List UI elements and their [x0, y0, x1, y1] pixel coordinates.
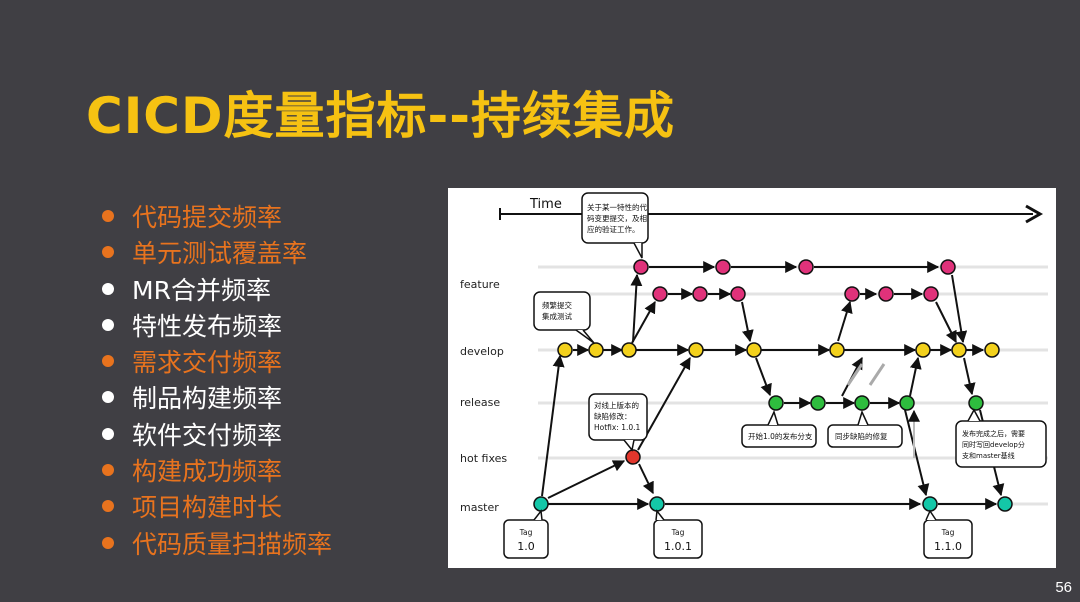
svg-text:支和master基线: 支和master基线	[962, 451, 1015, 460]
tag-1-0: Tag 1.0	[503, 509, 549, 559]
metric-item: 特性发布频率	[102, 309, 332, 345]
git-flow-diagram: Time feature develop release hot fixes m…	[448, 188, 1056, 568]
metric-item: 需求交付频率	[102, 345, 332, 381]
callout-hotfix: 对线上版本的 缺陷修改： Hotfix: 1.0.1	[588, 393, 648, 452]
callout-feature: 关于某一特性的代 码变更提交，及相 应的验证工作。	[581, 192, 649, 259]
bullet-dot-icon	[102, 500, 114, 513]
callout-sync: 同步缺陷的修复	[827, 409, 903, 448]
metric-label: 单元测试覆盖率	[132, 239, 308, 269]
time-label: Time	[529, 197, 562, 212]
svg-text:1.1.0: 1.1.0	[934, 540, 962, 553]
svg-text:Tag: Tag	[941, 528, 955, 537]
slide-title: CICD度量指标--持续集成	[86, 87, 675, 145]
svg-text:应的验证工作。: 应的验证工作。	[587, 224, 640, 234]
callout-release-branch: 开始1.0的发布分支	[741, 409, 817, 448]
metric-label: 构建成功频率	[132, 457, 283, 487]
svg-text:关于某一特性的代: 关于某一特性的代	[587, 202, 647, 212]
svg-text:同时写回develop分: 同时写回develop分	[962, 440, 1025, 449]
metric-label: 需求交付频率	[132, 348, 283, 378]
svg-text:对线上版本的: 对线上版本的	[594, 400, 639, 410]
bullet-dot-icon	[102, 536, 114, 549]
bullet-dot-icon	[102, 464, 114, 477]
bullet-dot-icon	[102, 246, 114, 259]
metric-label: MR合并频率	[132, 275, 271, 305]
svg-text:Tag: Tag	[671, 528, 685, 537]
svg-text:集成测试: 集成测试	[542, 311, 572, 321]
metric-label: 代码提交频率	[132, 203, 283, 232]
svg-text:开始1.0的发布分支: 开始1.0的发布分支	[748, 431, 813, 441]
metric-item: 单元测试覆盖率	[102, 236, 332, 272]
lane-label-release: release	[460, 396, 500, 409]
callout-develop: 频繁提交 集成测试	[533, 291, 595, 344]
metric-item: 软件交付频率	[102, 418, 332, 454]
metric-item: 代码提交频率	[102, 200, 332, 236]
svg-text:发布完成之后，需要: 发布完成之后，需要	[962, 429, 1025, 438]
metric-label: 代码质量扫描频率	[132, 529, 333, 559]
bullet-dot-icon	[102, 210, 114, 222]
page-number: 56	[1055, 579, 1072, 596]
develop-commits	[557, 342, 1000, 358]
bullet-dot-icon	[102, 355, 114, 368]
metrics-list: 代码提交频率 单元测试覆盖率 MR合并频率 特性发布频率 需求交付频率 制品构建…	[102, 200, 332, 563]
tag-1-1-0: Tag 1.1.0	[923, 509, 973, 559]
metric-item: 代码质量扫描频率	[102, 527, 332, 563]
bullet-dot-icon	[102, 427, 114, 440]
metric-label: 制品构建频率	[132, 384, 283, 414]
svg-text:同步缺陷的修复: 同步缺陷的修复	[835, 431, 888, 441]
lane-label-feature: feature	[460, 278, 500, 291]
master-commits	[533, 496, 1013, 512]
lane-label-develop: develop	[460, 345, 504, 358]
metric-label: 软件交付频率	[132, 420, 283, 450]
svg-text:Tag: Tag	[519, 528, 533, 537]
lane-label-master: master	[460, 501, 499, 514]
feature-commits	[633, 259, 956, 302]
release-commits	[768, 395, 984, 411]
svg-text:1.0: 1.0	[517, 540, 535, 553]
svg-text:码变更提交，及相: 码变更提交，及相	[587, 213, 647, 223]
bullet-dot-icon	[102, 318, 114, 331]
svg-text:Hotfix: 1.0.1: Hotfix: 1.0.1	[594, 423, 641, 432]
tag-1-0-1: Tag 1.0.1	[653, 509, 703, 559]
bullet-dot-icon	[102, 282, 114, 295]
metric-item: 项目构建时长	[102, 490, 332, 526]
svg-text:1.0.1: 1.0.1	[664, 540, 692, 553]
metric-label: 特性发布频率	[132, 311, 283, 341]
metric-item: 构建成功频率	[102, 454, 332, 490]
metric-item: MR合并频率	[102, 273, 332, 309]
hotfix-commits	[625, 449, 641, 465]
lane-label-hotfixes: hot fixes	[460, 452, 507, 465]
svg-text:缺陷修改：: 缺陷修改：	[594, 411, 632, 421]
metric-item: 制品构建频率	[102, 381, 332, 417]
callout-release-done: 发布完成之后，需要 同时写回develop分 支和master基线	[955, 408, 1047, 468]
svg-text:频繁提交: 频繁提交	[542, 300, 572, 310]
bullet-dot-icon	[102, 391, 114, 404]
metric-label: 项目构建时长	[132, 493, 283, 523]
